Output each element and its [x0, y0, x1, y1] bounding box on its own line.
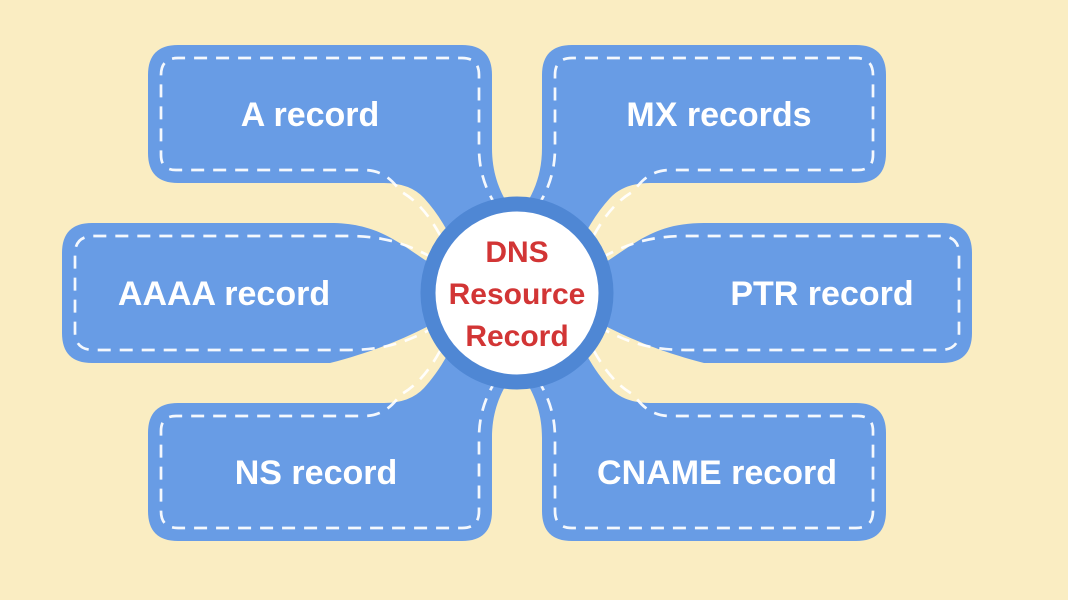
cname-record-shape	[494, 301, 886, 541]
node-a-record: A record	[148, 45, 540, 285]
aaaa-record-dashed-border	[73, 234, 453, 352]
mx-records-dashed-border	[529, 56, 875, 256]
node-ns-record: NS record	[148, 301, 540, 541]
center-line-3: Record	[465, 320, 568, 353]
a-record-label: A record	[241, 96, 380, 134]
node-mx-records: MX records	[494, 45, 886, 285]
a-record-shape	[148, 45, 540, 285]
ptr-record-label: PTR record	[730, 275, 913, 313]
cname-record-label: CNAME record	[597, 454, 837, 492]
node-cname-record: CNAME record	[494, 301, 886, 541]
a-record-dashed-border	[159, 56, 505, 256]
mx-records-shape	[494, 45, 886, 285]
aaaa-record-label: AAAA record	[118, 275, 330, 313]
node-aaaa-record: AAAA record	[62, 223, 475, 363]
mx-records-label: MX records	[626, 96, 811, 134]
ns-record-shape	[148, 301, 540, 541]
aaaa-record-shape	[62, 223, 475, 363]
ptr-record-dashed-border	[581, 234, 961, 352]
center-circle	[420, 196, 614, 390]
node-ptr-record: PTR record	[559, 223, 972, 363]
center-line-1: DNS	[485, 236, 548, 269]
cname-record-dashed-border	[529, 330, 875, 530]
center-line-2: Resource	[449, 278, 586, 311]
ns-record-dashed-border	[159, 330, 505, 530]
center-node: DNS Resource Record	[420, 196, 614, 390]
ptr-record-shape	[559, 223, 972, 363]
ns-record-label: NS record	[235, 454, 398, 492]
